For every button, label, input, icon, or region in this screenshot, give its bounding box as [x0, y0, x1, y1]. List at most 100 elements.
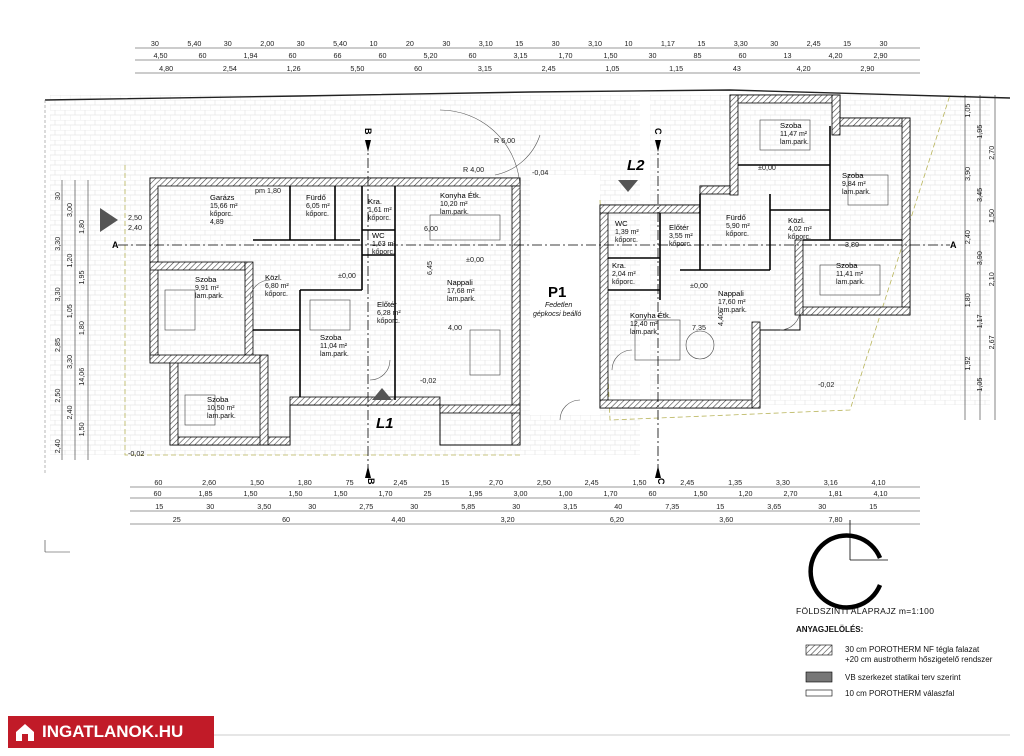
dimension-value: 2,40 — [65, 406, 74, 420]
dimension-value: 1,70 — [604, 489, 618, 498]
room-area: 2,04 m² — [612, 271, 636, 278]
room-floor: lam.park. — [195, 293, 224, 300]
right-unit-walls — [599, 94, 911, 409]
level-value: -0,04 — [532, 168, 548, 177]
dimension-value: 60 — [649, 489, 657, 498]
room-name: Fürdő — [306, 193, 326, 202]
level-value: ±0,00 — [758, 163, 776, 172]
room-name: Konyha Étk. — [440, 191, 481, 200]
room-extra: 4,89 — [210, 219, 224, 226]
room-floor: kőporc. — [306, 211, 329, 218]
dimension-value: 30 — [53, 192, 62, 200]
dimension-value: 2,70 — [987, 146, 996, 160]
dimension-lines — [61, 47, 996, 525]
dimension-value: 1,20 — [65, 254, 74, 268]
room-name: Közl. — [265, 273, 282, 282]
dimension-value: 2,00 — [260, 39, 274, 48]
dimension-value: 4,10 — [874, 489, 888, 498]
misc-dim-6: 7,35 — [692, 323, 706, 332]
dimension-value: 2,45 — [807, 39, 821, 48]
room-area: 11,04 m² — [320, 343, 348, 350]
section-mark-c-top: C — [653, 128, 663, 135]
misc-dim-2: 2,40 — [128, 223, 142, 232]
dimension-value: 4,20 — [797, 64, 811, 73]
room-name: WC — [372, 231, 385, 240]
right-unit-partitions — [608, 126, 902, 300]
room-area: 17,60 m² — [718, 299, 746, 306]
dimension-value: 3,10 — [479, 39, 493, 48]
room-floor: kőporc. — [368, 215, 391, 222]
room-area: 3,55 m² — [669, 233, 693, 240]
right-dimension-column: 1,051,952,703,903,451,502,403,902,101,80… — [963, 104, 996, 392]
dimension-value: 2,40 — [53, 439, 62, 453]
dimension-value: 1,92 — [963, 357, 972, 371]
legend-item1-line1: 30 cm POROTHERM NF tégla falazat — [845, 645, 980, 654]
room-floor: kőporc. — [669, 241, 692, 248]
dimension-value: 15 — [869, 502, 877, 511]
dimension-value: 2,75 — [359, 502, 373, 511]
dimension-value: 7,35 — [665, 502, 679, 511]
dimension-value: 3,30 — [65, 355, 74, 369]
dimension-value: 60 — [739, 51, 747, 60]
dimension-value: 60 — [154, 478, 162, 487]
section-mark-c-bottom: C — [656, 478, 666, 485]
dimension-value: 30 — [880, 39, 888, 48]
section-mark-l2: L2 — [627, 157, 645, 174]
dimension-value: 1,35 — [728, 478, 742, 487]
room-name: Nappali — [447, 278, 473, 287]
room-area: 1,63 m² — [372, 241, 396, 248]
dimension-value: 3,20 — [501, 515, 515, 524]
dimension-value: 1,20 — [739, 489, 753, 498]
room-name: Garázs — [210, 193, 235, 202]
dimension-value: 30 — [649, 51, 657, 60]
misc-dim-8: 3,80 — [845, 240, 859, 249]
dimension-value: 3,15 — [478, 64, 492, 73]
dimension-value: 10 — [625, 39, 633, 48]
room-floor: kőporc. — [372, 249, 395, 256]
dimension-value: 5,40 — [333, 39, 347, 48]
dimension-value: 1,50 — [244, 489, 258, 498]
left-dimension-column: 303,001,803,301,201,953,301,051,802,853,… — [53, 192, 86, 453]
dimension-value: 2,45 — [393, 478, 407, 487]
room-floor: kőporc. — [615, 237, 638, 244]
level-labels: ±0,00±0,00±0,00±0,00-0,02-0,02-0,02-0,04 — [128, 163, 834, 458]
level-value: ±0,00 — [338, 271, 356, 280]
dimension-value: 30 — [818, 502, 826, 511]
dimension-value: 3,30 — [776, 478, 790, 487]
dimension-value: 60 — [469, 51, 477, 60]
dimension-value: 60 — [379, 51, 387, 60]
building-line — [124, 165, 520, 456]
room-area: 15,66 m² — [210, 203, 238, 210]
dimension-value: 3,60 — [719, 515, 733, 524]
dimension-value: 15 — [716, 502, 724, 511]
legend-item1-line2: +20 cm austrotherm hőszigetelő rendszer — [845, 655, 993, 664]
level-value: ±0,00 — [690, 281, 708, 290]
dimension-value: 1,80 — [77, 321, 86, 335]
room-name: Szoba — [842, 171, 864, 180]
dimension-value: 2,45 — [542, 64, 556, 73]
room-floor: lam.park. — [630, 329, 659, 336]
dimension-value: 1,50 — [77, 422, 86, 436]
room-area: 11,41 m² — [836, 271, 864, 278]
misc-dim-3: 6,00 — [424, 224, 438, 233]
dimension-value: 1,50 — [289, 489, 303, 498]
dimension-value: 4,40 — [391, 515, 405, 524]
dimension-value: 30 — [224, 39, 232, 48]
section-mark-l1: L1 — [376, 415, 394, 432]
dimension-value: 2,60 — [202, 478, 216, 487]
section-mark-b-top: B — [363, 128, 373, 135]
room-area: 6,28 m² — [377, 310, 401, 317]
radius-label-600: R 6,00 — [494, 136, 515, 145]
dimension-value: 3,00 — [514, 489, 528, 498]
radius-label-400: R 4,00 — [463, 165, 484, 174]
room-name: Kra. — [368, 197, 382, 206]
room-area: 10,50 m² — [207, 405, 235, 412]
dimension-value: 15 — [155, 502, 163, 511]
dimension-value: 2,45 — [680, 478, 694, 487]
room-area: 10,20 m² — [440, 201, 468, 208]
room-floor: kőporc. — [612, 279, 635, 286]
room-area: 1,61 m² — [368, 207, 392, 214]
level-value: -0,02 — [818, 380, 834, 389]
